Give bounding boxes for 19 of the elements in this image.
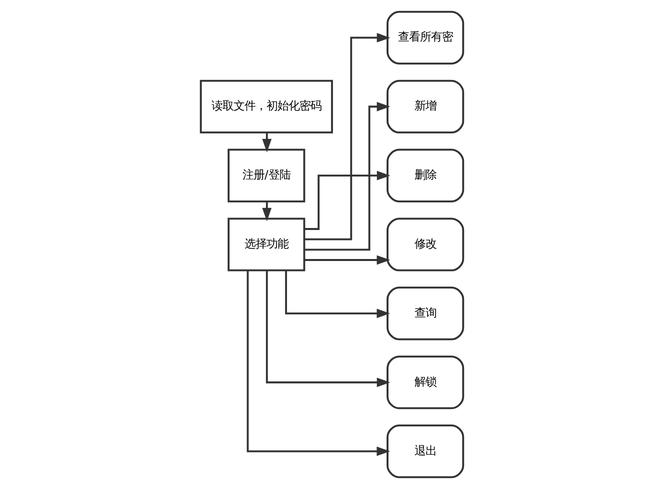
arrow xyxy=(304,102,390,251)
arrow xyxy=(265,270,390,388)
node-box: 选择功能 xyxy=(227,218,305,272)
node-box: 查看所有密 xyxy=(386,10,464,64)
node-box: 查询 xyxy=(386,286,464,340)
arrow xyxy=(246,270,390,456)
node-box: 读取文件，初始化密码 xyxy=(199,80,332,134)
arrow xyxy=(304,170,390,230)
arrow xyxy=(262,132,272,152)
node-box: 注册/登陆 xyxy=(227,148,305,202)
node-box: 删除 xyxy=(386,148,464,202)
arrow xyxy=(262,202,272,222)
node-box: 解锁 xyxy=(386,356,464,410)
arrow xyxy=(284,270,390,318)
node-box: 修改 xyxy=(386,218,464,272)
node-box: 退出 xyxy=(386,424,464,478)
arrow xyxy=(304,33,390,240)
node-box: 新增 xyxy=(386,80,464,134)
arrow xyxy=(304,255,390,265)
